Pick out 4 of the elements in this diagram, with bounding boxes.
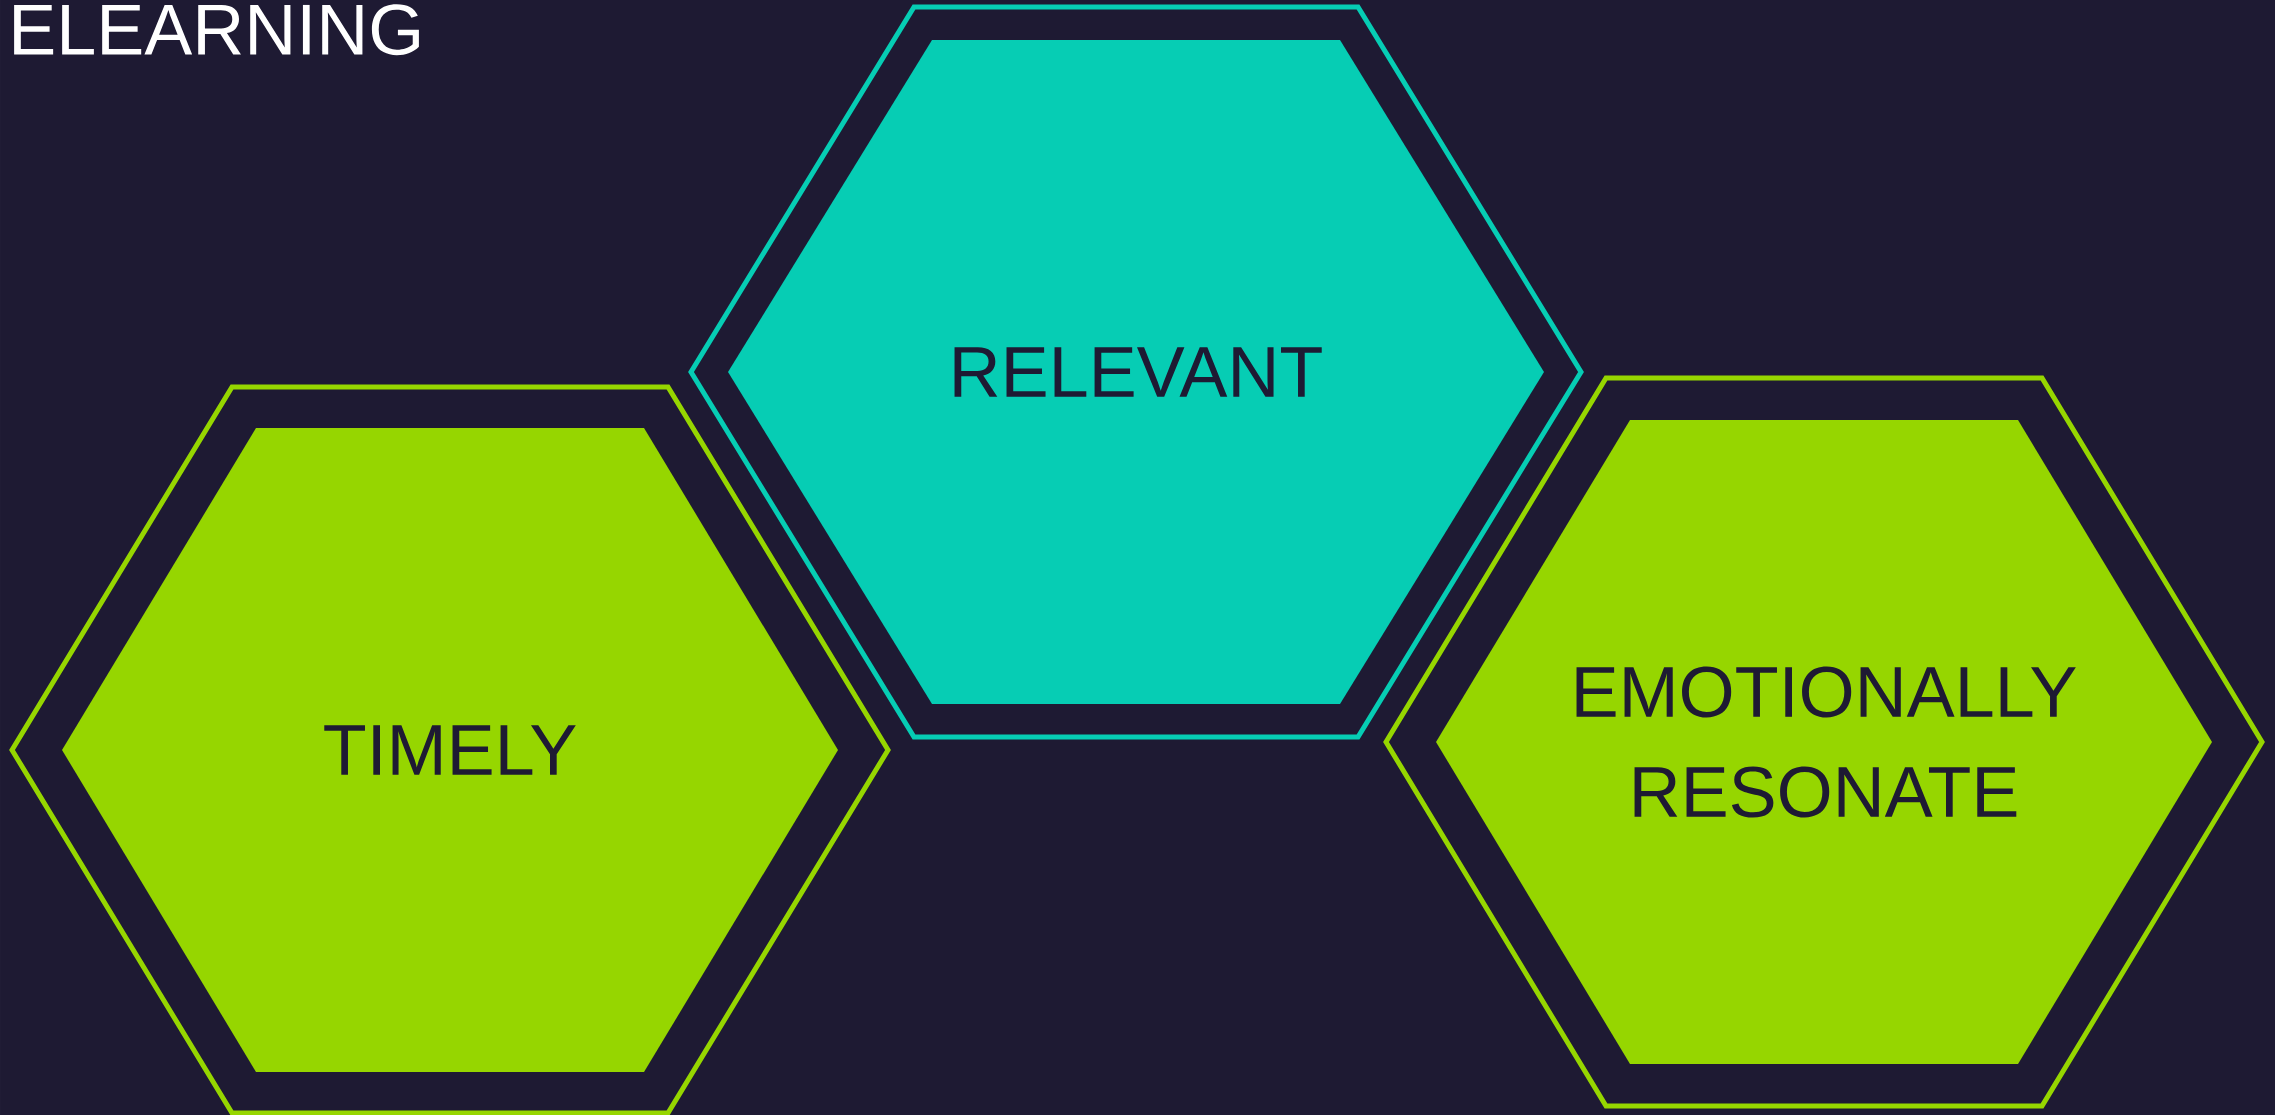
title: ELEARNING: [14, 4, 419, 56]
hexagon: RELEVANT: [728, 40, 1544, 704]
hexagon: EMOTIONALLY RESONATE: [1436, 420, 2212, 1064]
hexagon: TIMELY: [62, 428, 838, 1072]
